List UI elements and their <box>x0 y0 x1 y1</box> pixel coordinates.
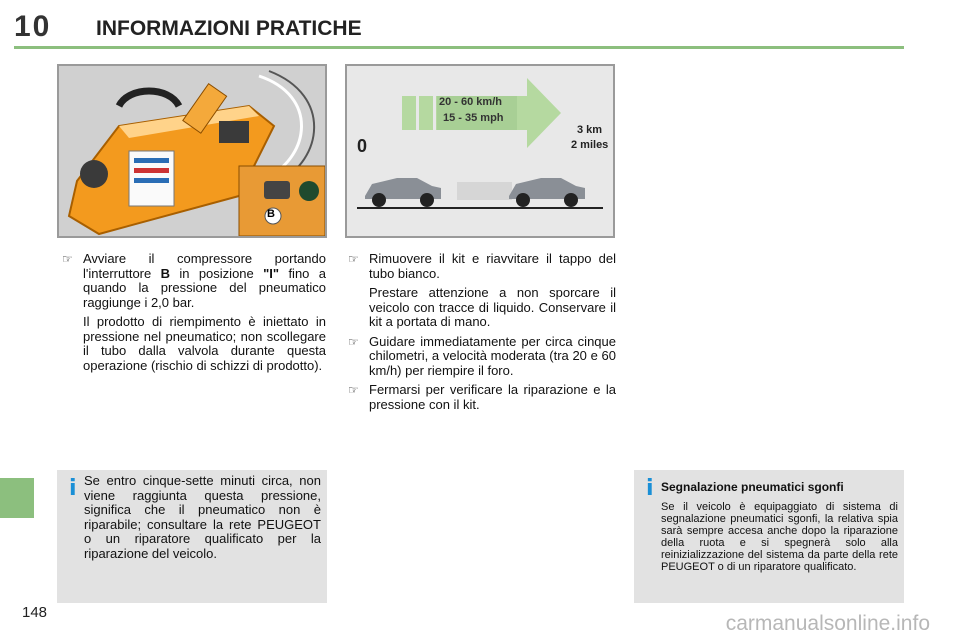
chapter-title: INFORMAZIONI PRATICHE <box>96 17 362 40</box>
bullet-paragraph: Prestare attenzione a non sporcare il ve… <box>369 285 616 329</box>
list-item: ☞ Guidare immediatamente per circa cinqu… <box>346 333 616 379</box>
info-title: Segnalazione pneumatici sgonfi <box>661 480 844 494</box>
left-instructions: ☞ Avviare il compressore portando l'inte… <box>60 251 326 378</box>
pointing-hand-icon: ☞ <box>348 334 359 349</box>
list-item: ☞ Avviare il compressore portando l'inte… <box>60 251 326 373</box>
bullet-text: Avviare il compressore portando l'interr… <box>83 251 326 310</box>
start-label: 0 <box>357 136 368 156</box>
car-static <box>365 178 441 207</box>
speed-kmh-label: 20 - 60 km/h <box>439 96 502 108</box>
car-moving <box>457 178 585 207</box>
distance-km-label: 3 km <box>577 124 603 136</box>
watermark: carmanualsonline.info <box>725 612 930 635</box>
page-number: 148 <box>22 604 48 621</box>
speed-mph-label: 15 - 35 mph <box>443 112 504 124</box>
info-icon: i <box>646 476 654 501</box>
distance-miles-label: 2 miles <box>571 139 609 151</box>
drive-diagram <box>347 66 613 236</box>
pointing-hand-icon: ☞ <box>348 252 359 266</box>
switch-letter: B <box>160 265 170 281</box>
info-box-pressure: i Se entro cinque-sette minuti circa, no… <box>57 470 327 603</box>
bullet-paragraph: Il prodotto di riempimento è iniettato i… <box>83 314 326 373</box>
right-instructions: ☞ Rimuovere il kit e riavvitare il tappo… <box>346 251 616 417</box>
bullet-text: Rimuovere il kit e riavvitare il tappo d… <box>369 251 616 281</box>
pointing-hand-icon: ☞ <box>62 252 73 266</box>
chapter-number: 10 <box>14 10 52 43</box>
list-item: ☞ Rimuovere il kit e riavvitare il tappo… <box>346 251 616 330</box>
bullet-text: Guidare immediatamente per circa cinque … <box>369 333 616 378</box>
bullet-text: Fermarsi per verificare la riparazione e… <box>369 382 616 412</box>
compressor-drawing <box>59 66 325 236</box>
info-icon: i <box>69 476 77 501</box>
chapter-side-tab <box>0 478 34 518</box>
drive-illustration: 20 - 60 km/h 15 - 35 mph 0 3 km 2 miles <box>345 64 615 238</box>
info-text: Se il veicolo è equipaggiato di sistema … <box>661 501 898 573</box>
switch-callout-label: B <box>267 208 275 220</box>
pointing-hand-icon: ☞ <box>348 383 359 397</box>
info-text: Se entro cinque-sette minuti circa, non … <box>84 473 321 561</box>
header-divider <box>14 46 904 49</box>
position-label: "I" <box>263 265 280 281</box>
info-box-tyre-warning: i Segnalazione pneumatici sgonfi Se il v… <box>634 470 904 603</box>
list-item: ☞ Fermarsi per verificare la riparazione… <box>346 382 616 412</box>
compressor-illustration: B <box>57 64 327 238</box>
